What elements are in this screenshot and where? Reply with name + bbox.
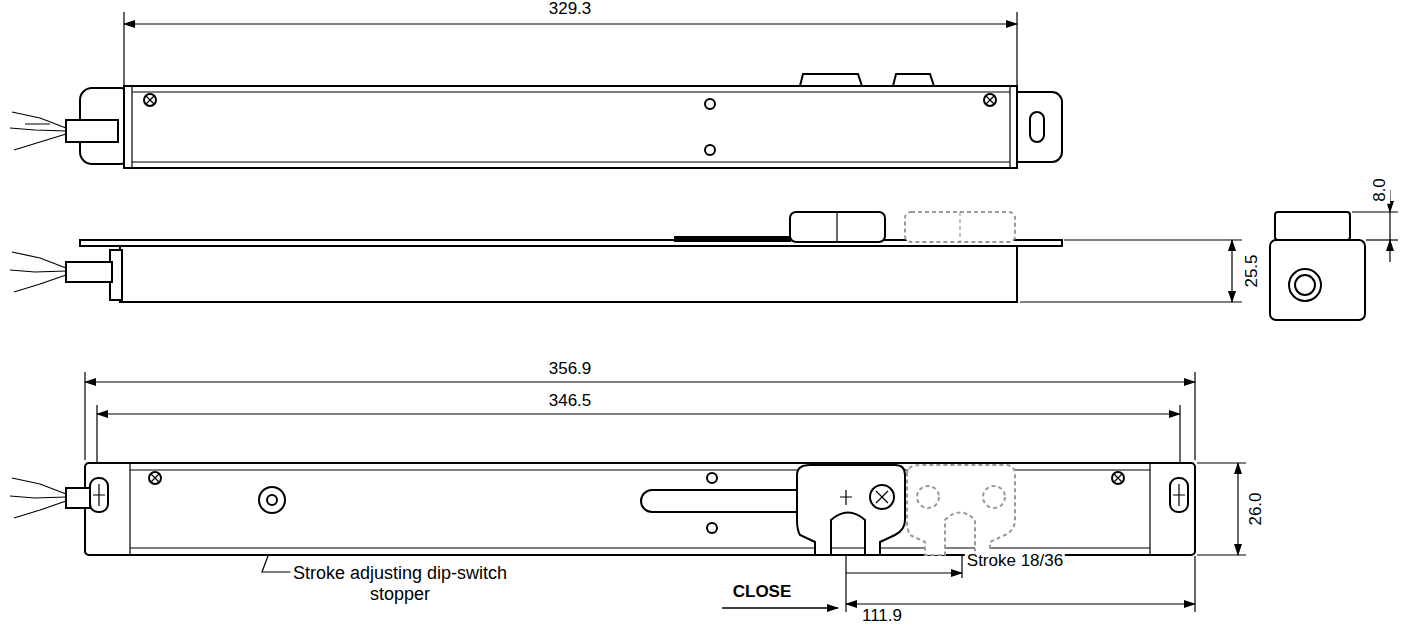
bottom-view — [10, 463, 1195, 555]
dimension-label: 356.9 — [547, 359, 594, 379]
dimension-label: 8.0 — [1370, 176, 1390, 204]
dimension-label: 329.3 — [547, 0, 594, 19]
dimension-label: 25.5 — [1242, 252, 1262, 289]
dimension-label: 346.5 — [547, 391, 594, 411]
dimension-lines — [85, 12, 1398, 612]
top-view — [10, 74, 1062, 168]
callout-note: Stroke adjusting dip-switch stopper — [291, 563, 510, 604]
dimension-label: 111.9 — [860, 606, 904, 626]
stroke-label: Stroke 18/36 — [965, 551, 1065, 571]
side-view — [10, 212, 1365, 320]
dimension-label: 26.0 — [1246, 490, 1266, 527]
direction-label: CLOSE — [731, 582, 794, 602]
